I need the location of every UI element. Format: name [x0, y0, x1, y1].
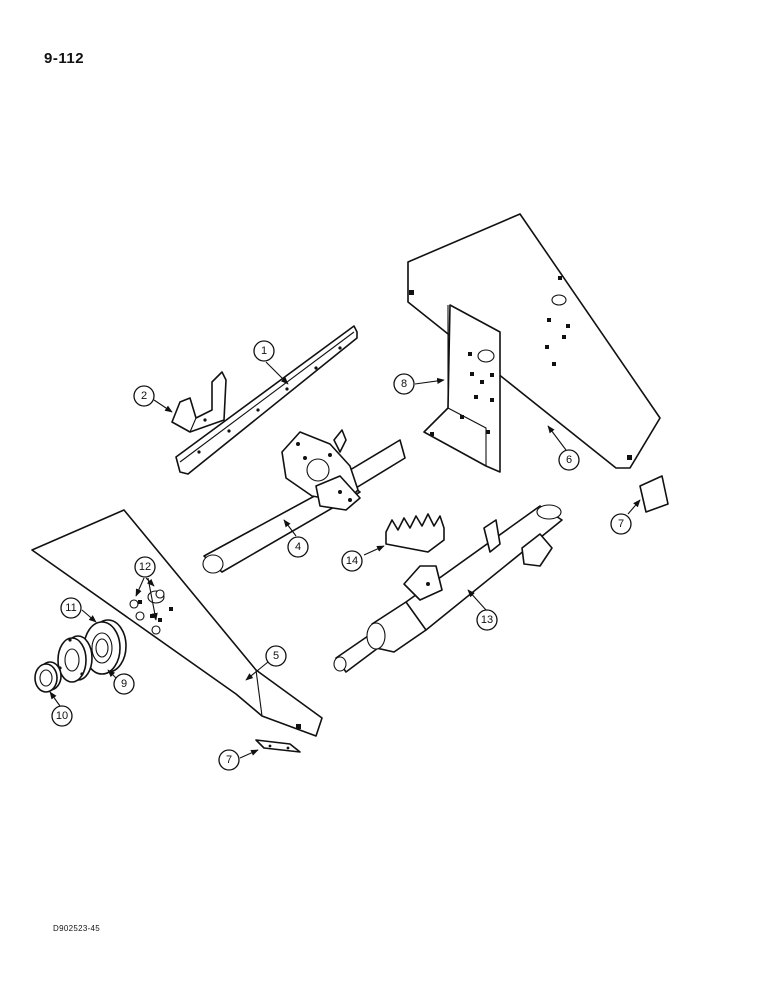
- u-bracket: [171, 371, 227, 433]
- hardware-nuts: [129, 589, 165, 635]
- bearing: [57, 635, 93, 683]
- callout-label: 1: [261, 345, 267, 357]
- callout-7-right: 7: [610, 513, 632, 535]
- callout-label: 8: [401, 378, 407, 390]
- callout-label: 14: [346, 555, 358, 567]
- callout-label: 2: [141, 390, 147, 402]
- callout-10: 10: [51, 705, 73, 727]
- shaft-with-bracket: [202, 429, 406, 574]
- wear-plate-right: [639, 475, 669, 513]
- angle-bar: [175, 325, 358, 475]
- callout-label: 13: [481, 614, 493, 626]
- tube-axle-assembly: [333, 504, 563, 673]
- callout-14: 14: [341, 550, 363, 572]
- callout-1: 1: [253, 340, 275, 362]
- callout-label: 12: [139, 561, 151, 573]
- callout-label: 9: [121, 678, 127, 690]
- callout-label: 5: [273, 650, 279, 662]
- callout-label: 7: [226, 754, 232, 766]
- callout-9: 9: [113, 673, 135, 695]
- page-number: 9-112: [44, 50, 85, 67]
- right-side-shield: [407, 213, 661, 469]
- callout-8: 8: [393, 373, 415, 395]
- mounting-plate: [423, 304, 501, 473]
- bearing-flange: [83, 619, 127, 675]
- callout-label: 7: [618, 518, 624, 530]
- callout-2: 2: [133, 385, 155, 407]
- callout-11: 11: [60, 597, 82, 619]
- callout-5: 5: [265, 645, 287, 667]
- document-code: D902523-45: [53, 924, 101, 933]
- callout-label: 10: [56, 710, 68, 722]
- leader-lines: [49, 361, 641, 759]
- callout-6: 6: [558, 449, 580, 471]
- callout-13: 13: [476, 609, 498, 631]
- locking-collar: [34, 661, 62, 693]
- callout-12: 12: [134, 556, 156, 578]
- callout-4: 4: [287, 536, 309, 558]
- wear-plate-left: [255, 739, 301, 753]
- left-side-shield: [31, 509, 323, 737]
- toothed-guide: [385, 513, 445, 553]
- callout-label: 6: [566, 454, 572, 466]
- callout-label: 4: [295, 541, 301, 553]
- callout-7-left: 7: [218, 749, 240, 771]
- callout-label: 11: [65, 602, 76, 614]
